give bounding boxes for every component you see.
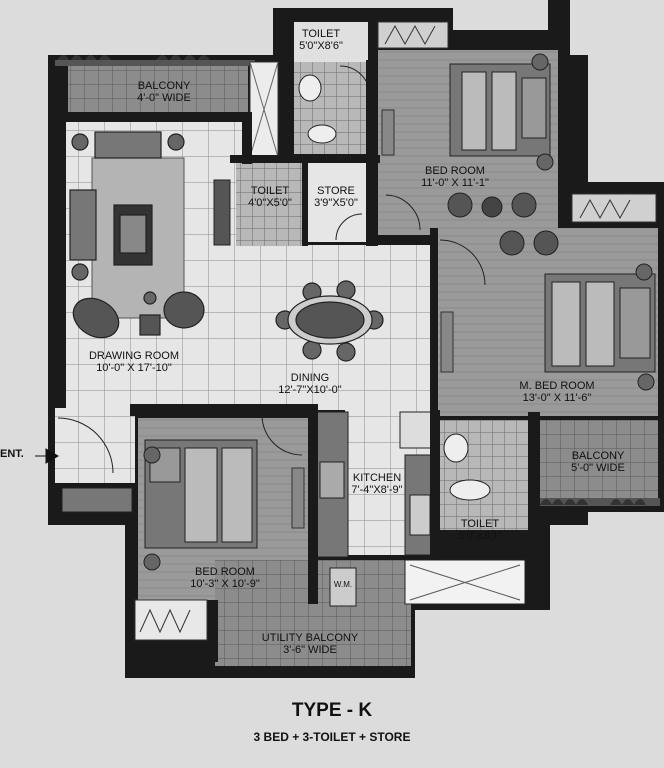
wc: [307, 124, 337, 144]
dining-table: [275, 280, 384, 362]
balcony-right-floor: [540, 420, 658, 502]
washing-machine: [329, 567, 357, 607]
toilet-small-floor: [236, 162, 302, 246]
toilet-top-label-panel: [294, 22, 368, 62]
store-floor: [308, 162, 366, 242]
bedroom-top-wardrobe: [377, 21, 449, 49]
plan-title: TYPE - K: [291, 700, 373, 721]
plan-subtitle: 3 BED + 3-TOILET + STORE: [253, 730, 411, 744]
entry-floor: [55, 408, 135, 483]
balcony-railing: [55, 60, 255, 66]
entry-label: ENT.: [0, 448, 24, 460]
balcony-top-floor: [68, 62, 248, 112]
partition-walls: [60, 10, 540, 662]
sofa-set: [69, 131, 205, 339]
entry-door-swing: [57, 417, 114, 474]
washbasin: [298, 74, 322, 102]
washing-machine-label: W.M.: [333, 580, 353, 589]
master-bed: [499, 230, 656, 391]
bedroom-top-bed: [447, 53, 554, 218]
bedroom-bottom-bed: [143, 439, 258, 571]
entry-arrow-icon: [35, 448, 59, 464]
